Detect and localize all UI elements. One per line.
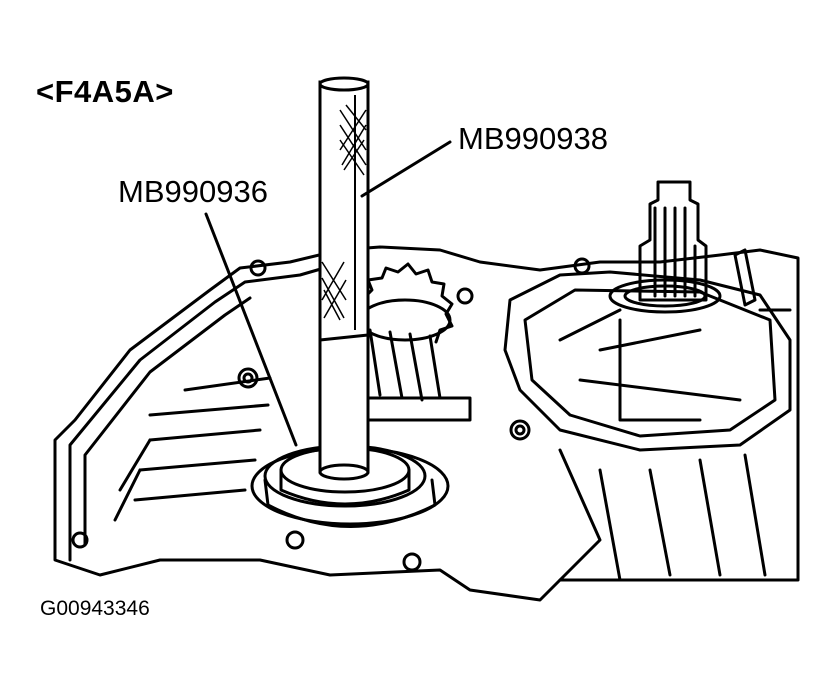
- leader-line-mb990936: [204, 212, 298, 447]
- pump-housing: [503, 270, 792, 452]
- input-shaft: [638, 180, 708, 302]
- bolt: [402, 552, 422, 572]
- differential-gear: [360, 262, 454, 344]
- bolt: [285, 530, 305, 550]
- bolt: [514, 424, 526, 436]
- figure-id: G00943346: [40, 597, 150, 620]
- bolt: [509, 419, 531, 441]
- bolt: [237, 367, 259, 389]
- case-outline: [53, 245, 800, 602]
- case-fins: [133, 376, 272, 502]
- shaft-seal: [608, 278, 722, 314]
- model-label: <F4A5A>: [36, 74, 174, 109]
- knurled-grip: [321, 104, 367, 321]
- leader-line-mb990938: [360, 140, 452, 198]
- bolt: [456, 287, 474, 305]
- case-flange-inner: [68, 260, 347, 562]
- callout-mb990936: MB990936: [118, 174, 268, 209]
- bolt: [242, 372, 254, 384]
- bolt: [71, 531, 89, 549]
- installer-shaft: [318, 76, 370, 481]
- bolt: [249, 259, 267, 277]
- callout-mb990938: MB990938: [458, 121, 608, 156]
